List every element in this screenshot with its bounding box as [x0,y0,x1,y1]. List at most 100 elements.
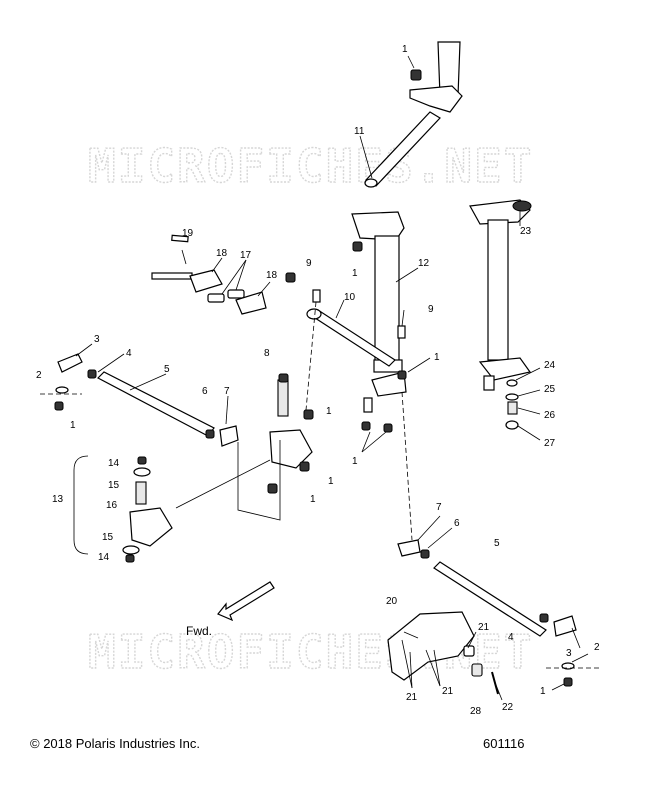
callout-4: 4 [508,632,514,643]
callout-6: 6 [202,386,208,397]
forward-arrow [217,581,275,622]
sleeve-16 [135,481,147,505]
callout-1: 1 [70,420,76,431]
callout-3: 3 [566,648,572,659]
tie-rod-5-left [97,371,215,437]
clip-27 [505,420,519,430]
callout-10: 10 [344,292,356,303]
callout-19: 19 [182,228,194,239]
bushing-17-a [207,293,225,303]
callout-1: 1 [402,44,408,55]
bushing-15-bottom [122,545,140,555]
callout-25: 25 [544,384,556,395]
bolt-9-right [397,325,406,339]
callout-15: 15 [102,532,114,543]
bolt-9-left [312,289,321,303]
document-number: 601116 [483,736,525,751]
nut-post-top [352,241,363,252]
idler-bracket [269,429,313,469]
nut-1-idler-right [299,461,310,472]
callout-1: 1 [326,406,332,417]
nut-1-right [563,677,573,687]
callout-7: 7 [436,502,442,513]
tie-rod-end-7-left [219,425,239,447]
washer-2-right [561,662,575,670]
cap-14-top [137,456,147,465]
tie-rod-end-3-left [57,353,83,373]
callout-18: 18 [266,270,278,281]
callout-18: 18 [216,248,228,259]
callout-14: 14 [108,458,120,469]
steering-post-12 [351,211,407,413]
callout-21: 21 [406,692,418,703]
cap-14-bottom [125,554,135,563]
nut-post-bottom-right [383,423,393,433]
nut-1-idler-top [303,409,314,420]
callout-9: 9 [306,258,312,269]
snap-ring-24 [506,379,518,387]
forward-label: Fwd. [186,624,212,638]
callout-21: 21 [478,622,490,633]
washer-25 [505,393,519,401]
callout-28: 28 [470,706,482,717]
callout-5: 5 [164,364,170,375]
nut-1-idler [267,483,278,494]
callout-27: 27 [544,438,556,449]
callout-2: 2 [36,370,42,381]
nut-post-bottom-left [361,421,371,431]
callout-1: 1 [352,456,358,467]
callout-9: 9 [428,304,434,315]
callout-15: 15 [108,480,120,491]
bolt-19-long [151,272,193,280]
bolt-19 [171,234,189,243]
nut-8-top [278,373,289,383]
nut-mid [285,272,296,283]
tie-rod-5-right [433,561,547,637]
callout-24: 24 [544,360,556,371]
callout-11: 11 [354,126,365,137]
callout-5: 5 [494,538,500,549]
callout-17: 17 [240,250,252,261]
nut-4-left [87,369,97,379]
pin-26 [507,401,518,415]
callout-8: 8 [264,348,270,359]
nut-4-right [539,613,549,623]
callout-1: 1 [328,476,334,487]
guard-20 [387,611,475,681]
nut-6-left [205,429,215,439]
washer-2-left [55,386,69,394]
callout-3: 3 [94,334,100,345]
pivot-assembly [469,199,532,391]
callout-26: 26 [544,410,556,421]
drag-link-10 [306,308,396,367]
callout-6: 6 [454,518,460,529]
callout-20: 20 [386,596,398,607]
bushing-17-b [227,289,245,299]
nut-1-left [54,401,64,411]
callout-1: 1 [352,268,358,279]
watermark-top: MICROFICHES.NET [88,139,533,193]
stud-8 [277,379,289,417]
callout-23: 23 [520,226,532,237]
callout-1: 1 [540,686,546,697]
steering-arm-11 [364,111,441,188]
callout-2: 2 [594,642,600,653]
bushing-15-top [133,467,151,477]
bracket-18-left [189,269,223,293]
rivet-21 [463,645,475,657]
copyright-text: © 2018 Polaris Industries Inc. [30,736,200,751]
upper-steering-shaft [409,41,463,113]
bracket-18-right [235,291,267,315]
callout-14: 14 [98,552,110,563]
callout-1: 1 [434,352,440,363]
callout-12: 12 [418,258,430,269]
tie-rod-end-3-right [553,615,577,637]
callout-13: 13 [52,494,64,505]
callout-21: 21 [442,686,454,697]
callout-16: 16 [106,500,118,511]
pivot-bracket-13 [129,507,173,547]
bushing-28 [471,663,483,677]
callout-4: 4 [126,348,132,359]
tie-rod-end-7-right [397,539,421,557]
